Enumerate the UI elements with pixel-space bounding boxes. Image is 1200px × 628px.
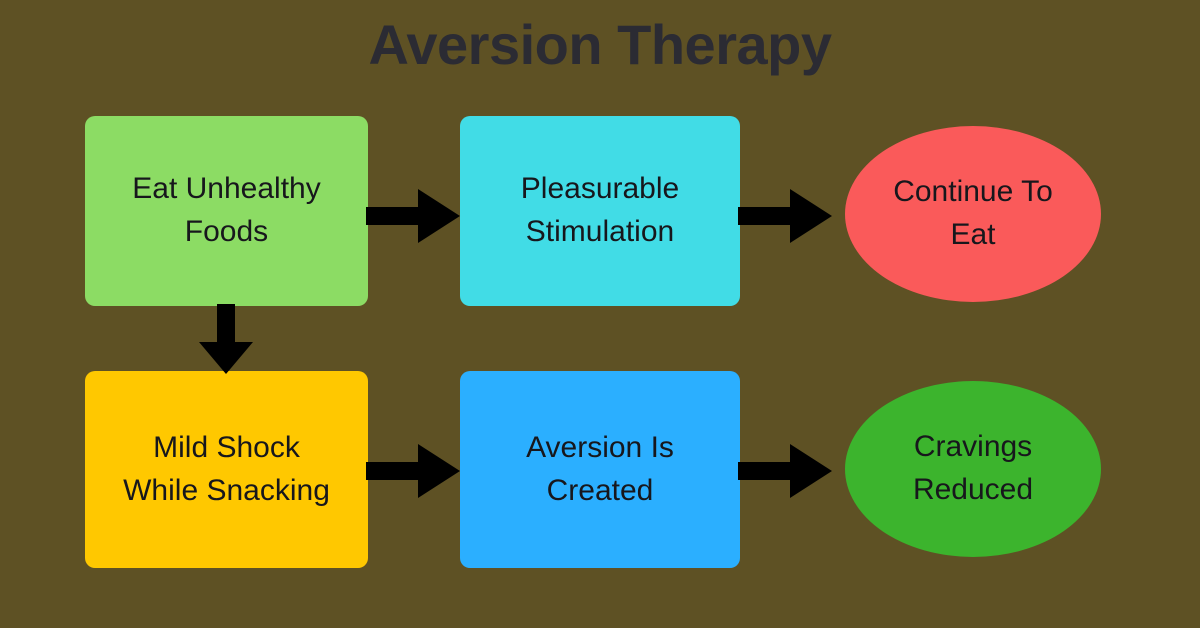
arrow-right-icon-foods-to-stimulation [366, 186, 462, 246]
node-pleasurable-stimulation[interactable]: Pleasurable Stimulation [460, 116, 740, 306]
node-cravings-reduced[interactable]: Cravings Reduced [845, 381, 1101, 557]
node-eat-unhealthy-foods[interactable]: Eat Unhealthy Foods [85, 116, 368, 306]
arrow-right-icon-shock-to-aversion [366, 441, 462, 501]
node-label: Pleasurable Stimulation [520, 172, 680, 248]
arrow-right-icon-aversion-to-cravings [738, 441, 834, 501]
node-label: Eat Unhealthy Foods [132, 172, 321, 248]
node-mild-shock-while-snacking[interactable]: Mild Shock While Snacking [85, 371, 368, 568]
arrow-down-icon-foods-to-shock [196, 304, 256, 376]
node-label: Mild Shock While Snacking [123, 430, 330, 507]
page-title: Aversion Therapy [368, 13, 832, 76]
node-label: Aversion Is Created [526, 430, 674, 507]
node-aversion-is-created[interactable]: Aversion Is Created [460, 371, 740, 568]
arrow-right-icon-stimulation-to-continue [738, 186, 834, 246]
node-continue-to-eat[interactable]: Continue To Eat [845, 126, 1101, 302]
node-label: Continue To Eat [893, 175, 1053, 251]
node-label: Cravings Reduced [912, 430, 1034, 506]
